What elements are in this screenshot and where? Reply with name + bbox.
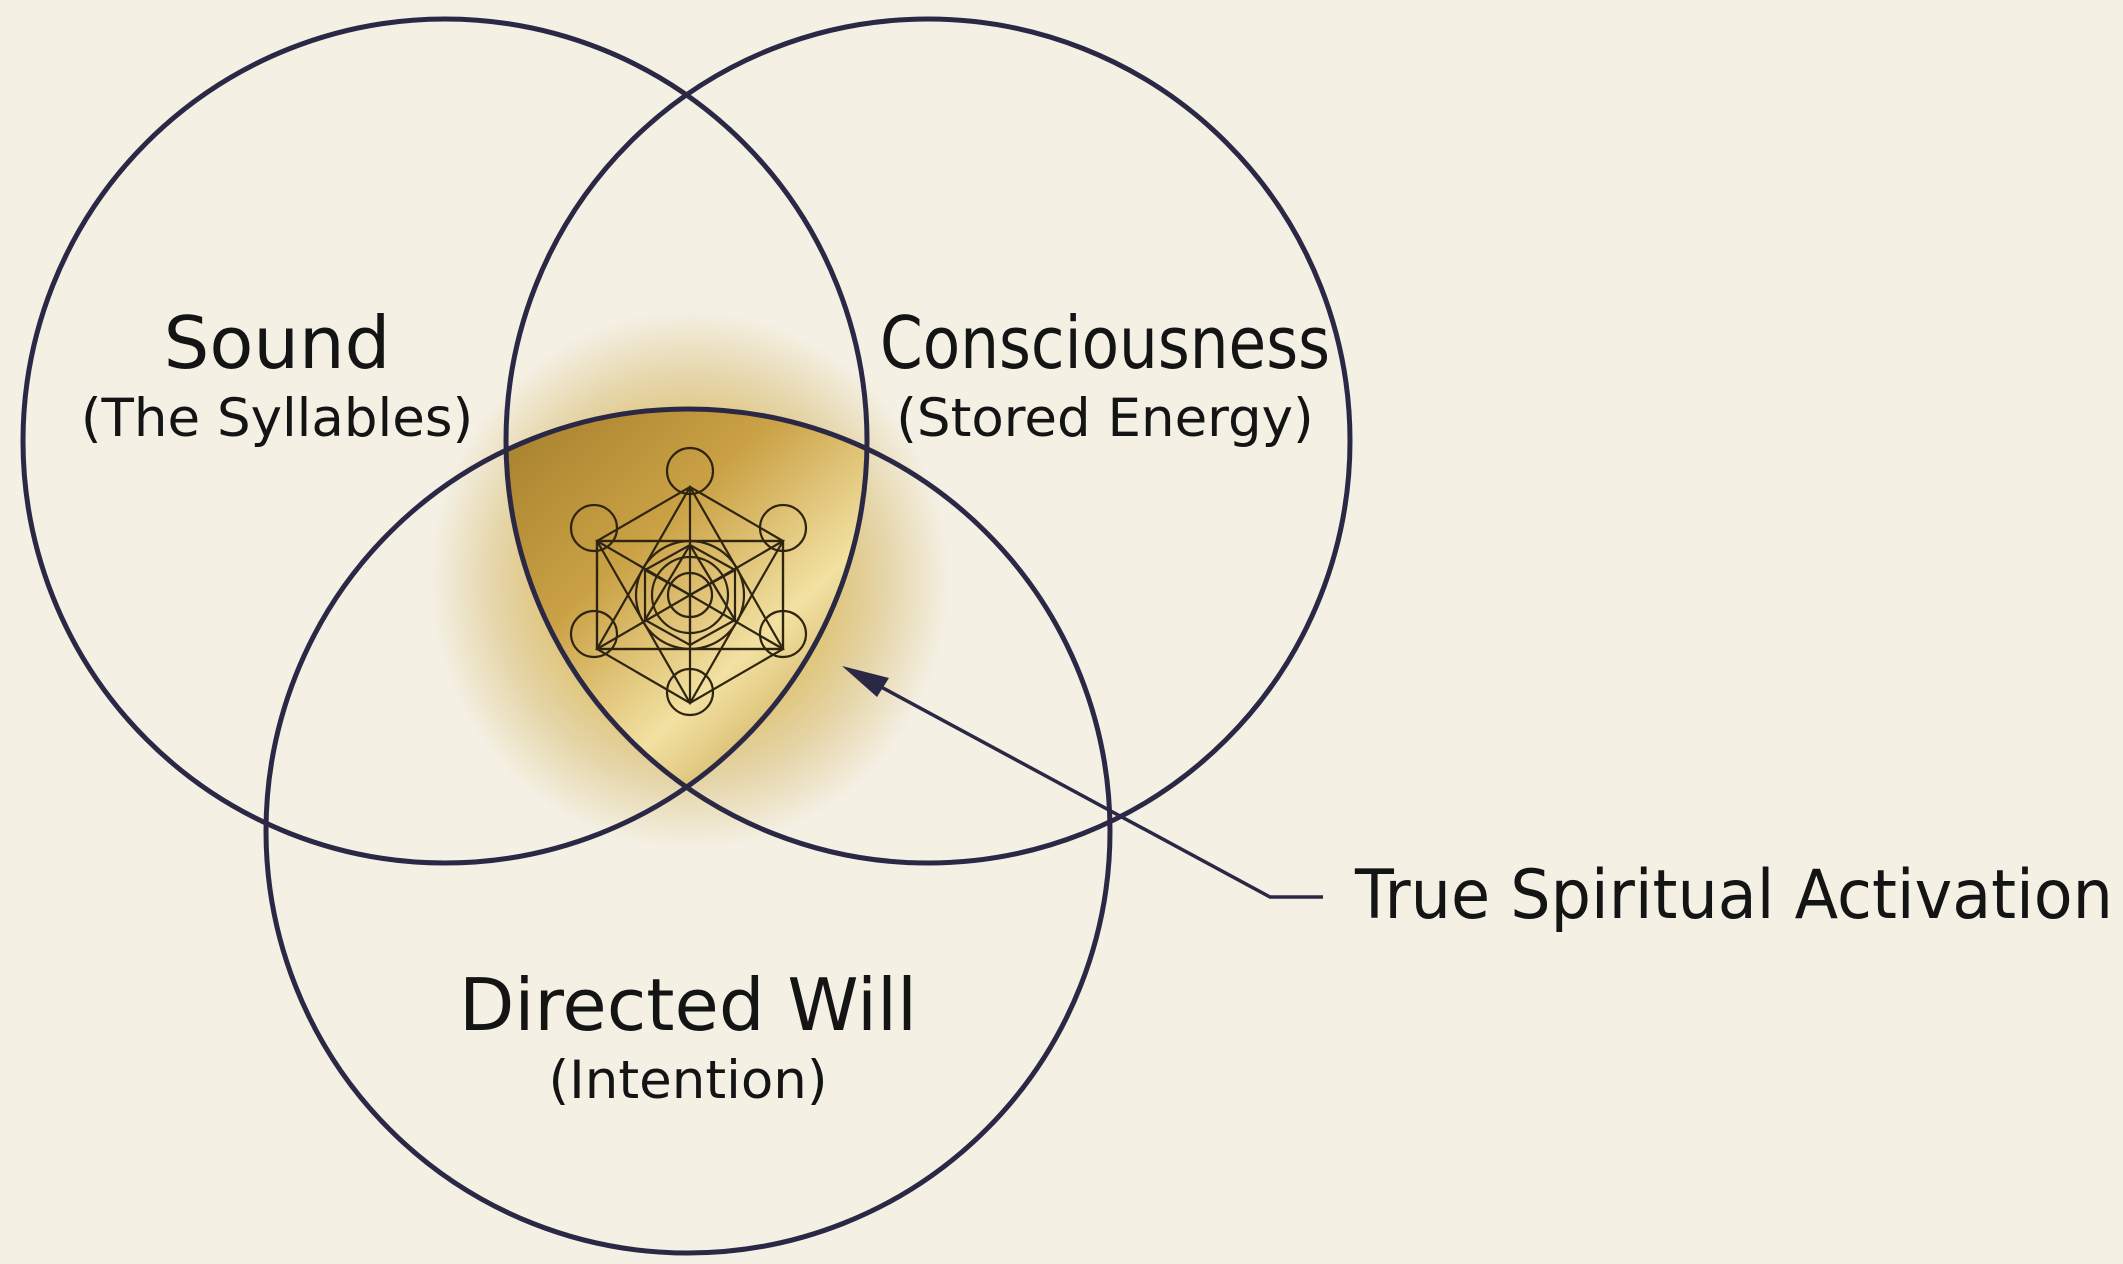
consciousness-title: Consciousness [880,301,1330,385]
will-subtitle: (Intention) [548,1050,827,1111]
consciousness-circle [503,16,1353,866]
callout-arrow [842,666,1323,899]
callout-label: True Spiritual Activation [1354,856,2113,935]
will-circle [263,406,1113,1256]
sound-circle [20,16,870,866]
will-title: Directed Will [459,963,917,1047]
sound-subtitle: (The Syllables) [81,388,473,449]
metatrons-cube-icon [569,446,808,717]
consciousness-subtitle: (Stored Energy) [896,388,1313,449]
sound-title: Sound [164,301,391,385]
